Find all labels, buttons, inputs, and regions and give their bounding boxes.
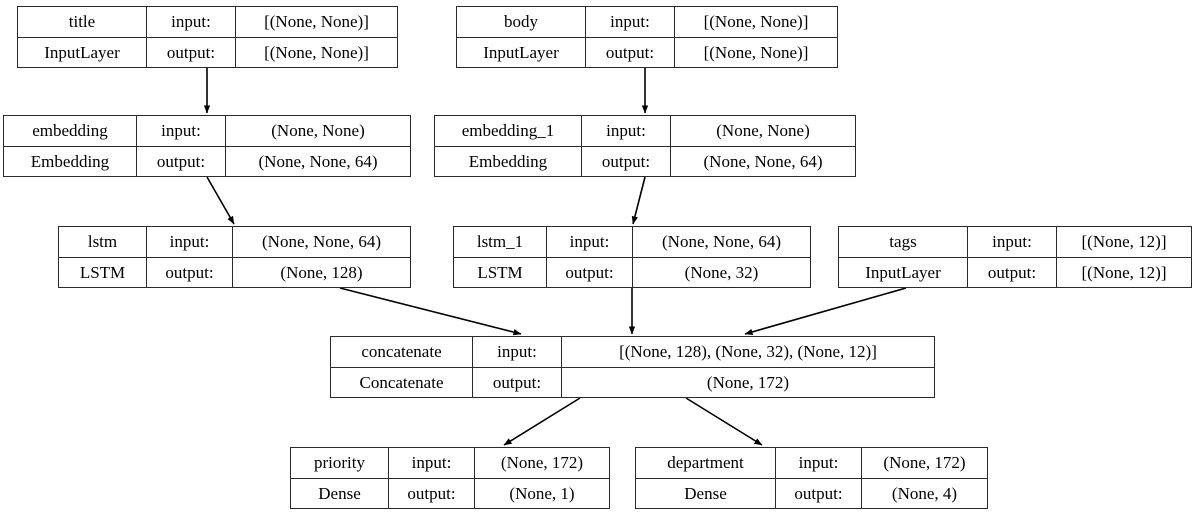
node-output-row: LSTM output: (None, 128)	[59, 257, 410, 287]
edge-concatenate-priority	[503, 397, 581, 446]
layer-node-priority[interactable]: priority input: (None, 172) Dense output…	[290, 447, 610, 509]
output-shape: [(None, 12)]	[1081, 262, 1167, 282]
input-shape: [(None, 12)]	[1081, 232, 1167, 252]
edge-concatenate-department	[685, 397, 763, 446]
output-shape: (None, None, 64)	[258, 151, 378, 171]
input-shape: [(None, None)]	[703, 12, 809, 32]
edge-tags-concatenate	[744, 287, 907, 335]
output-shape: (None, None, 64)	[703, 151, 823, 171]
node-output-row: Concatenate output: (None, 172)	[331, 367, 934, 397]
input-label: input:	[389, 448, 475, 478]
node-output-row: LSTM output: (None, 32)	[454, 257, 810, 287]
node-type: Embedding	[435, 146, 582, 176]
output-label: output:	[776, 478, 862, 508]
output-label: output:	[137, 146, 226, 176]
node-output-row: Embedding output: (None, None, 64)	[435, 146, 855, 176]
node-output-row: InputLayer output: [(None, None)]	[18, 37, 397, 67]
layer-node-lstm[interactable]: lstm input: (None, None, 64) LSTM output…	[58, 226, 411, 288]
layer-node-concatenate[interactable]: concatenate input: [(None, 128), (None, …	[330, 336, 935, 398]
input-shape: [(None, 128), (None, 32), (None, 12)]	[619, 342, 877, 362]
input-label: input:	[586, 7, 675, 37]
node-name: lstm_1	[454, 227, 547, 257]
node-type: Dense	[291, 478, 389, 508]
node-input-row: body input: [(None, None)]	[457, 7, 837, 38]
node-input-row: embedding_1 input: (None, None)	[435, 116, 855, 147]
edge-lstm-concatenate	[339, 287, 522, 336]
output-label: output:	[389, 478, 475, 508]
node-name: priority	[291, 448, 389, 478]
output-shape: (None, 128)	[280, 262, 363, 282]
output-label: output:	[582, 146, 671, 176]
node-output-row: InputLayer output: [(None, None)]	[457, 37, 837, 67]
input-label: input:	[547, 227, 633, 257]
node-type: InputLayer	[18, 37, 147, 67]
input-shape: (None, None, 64)	[662, 232, 781, 252]
output-shape: (None, 1)	[509, 483, 575, 503]
output-label: output:	[473, 367, 562, 397]
node-name: embedding_1	[435, 116, 582, 146]
node-name: department	[636, 448, 776, 478]
layer-node-title[interactable]: title input: [(None, None)] InputLayer o…	[17, 6, 398, 68]
node-type: Concatenate	[331, 367, 473, 397]
layer-node-embedding[interactable]: embedding input: (None, None) Embedding …	[3, 115, 411, 177]
input-shape: [(None, None)]	[264, 12, 369, 32]
node-input-row: lstm input: (None, None, 64)	[59, 227, 410, 258]
node-output-row: Embedding output: (None, None, 64)	[4, 146, 410, 176]
output-shape: (None, 172)	[706, 372, 790, 392]
node-output-row: Dense output: (None, 4)	[636, 478, 987, 508]
input-shape: (None, 172)	[883, 453, 966, 473]
output-shape: [(None, None)]	[264, 42, 369, 62]
node-type: LSTM	[454, 257, 547, 287]
input-shape: (None, None, 64)	[262, 232, 381, 252]
output-shape: [(None, None)]	[703, 42, 809, 62]
output-shape: (None, 4)	[891, 483, 958, 503]
input-shape: (None, None)	[271, 121, 365, 141]
node-type: LSTM	[59, 257, 147, 287]
input-shape: (None, 172)	[500, 453, 584, 473]
node-name: body	[457, 7, 586, 37]
node-type: Dense	[636, 478, 776, 508]
output-shape: (None, 32)	[684, 262, 759, 282]
node-input-row: lstm_1 input: (None, None, 64)	[454, 227, 810, 258]
input-label: input:	[137, 116, 226, 146]
node-input-row: title input: [(None, None)]	[18, 7, 397, 38]
input-label: input:	[776, 448, 862, 478]
node-output-row: InputLayer output: [(None, 12)]	[839, 257, 1191, 287]
node-name: title	[18, 7, 147, 37]
node-name: tags	[839, 227, 968, 257]
output-label: output:	[968, 257, 1057, 287]
input-label: input:	[473, 337, 562, 367]
node-name: embedding	[4, 116, 137, 146]
output-label: output:	[147, 257, 233, 287]
output-label: output:	[547, 257, 633, 287]
node-output-row: Dense output: (None, 1)	[291, 478, 609, 508]
input-label: input:	[147, 7, 236, 37]
node-type: InputLayer	[457, 37, 586, 67]
node-type: InputLayer	[839, 257, 968, 287]
node-name: concatenate	[331, 337, 473, 367]
node-input-row: concatenate input: [(None, 128), (None, …	[331, 337, 934, 368]
layer-node-department[interactable]: department input: (None, 172) Dense outp…	[635, 447, 988, 509]
input-label: input:	[582, 116, 671, 146]
node-name: lstm	[59, 227, 147, 257]
input-shape: (None, None)	[716, 121, 810, 141]
edge-embedding-lstm	[206, 176, 235, 225]
layer-node-embedding_1[interactable]: embedding_1 input: (None, None) Embeddin…	[434, 115, 856, 177]
layer-node-body[interactable]: body input: [(None, None)] InputLayer ou…	[456, 6, 838, 68]
edge-embedding_1-lstm_1	[631, 176, 646, 225]
layer-node-tags[interactable]: tags input: [(None, 12)] InputLayer outp…	[838, 226, 1192, 288]
layer-node-lstm_1[interactable]: lstm_1 input: (None, None, 64) LSTM outp…	[453, 226, 811, 288]
node-input-row: embedding input: (None, None)	[4, 116, 410, 147]
input-label: input:	[968, 227, 1057, 257]
input-label: input:	[147, 227, 233, 257]
node-input-row: priority input: (None, 172)	[291, 448, 609, 479]
node-type: Embedding	[4, 146, 137, 176]
output-label: output:	[147, 37, 236, 67]
node-input-row: department input: (None, 172)	[636, 448, 987, 479]
node-input-row: tags input: [(None, 12)]	[839, 227, 1191, 258]
output-label: output:	[586, 37, 675, 67]
